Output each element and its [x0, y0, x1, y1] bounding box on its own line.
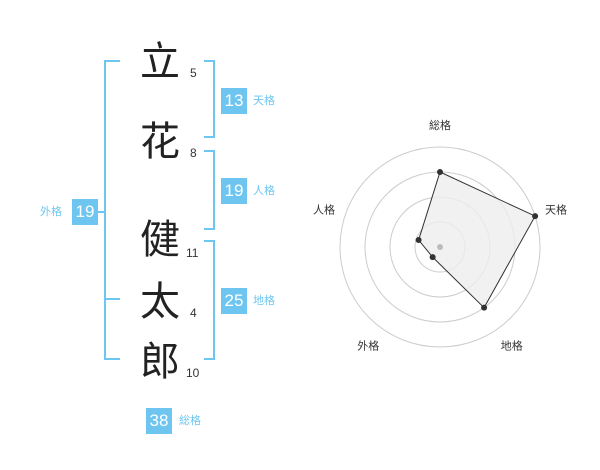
gaikaku-score: 19	[72, 199, 98, 225]
radar-center-dot	[437, 244, 443, 250]
name-char-4: 太	[140, 279, 180, 325]
tenkaku-bracket-top	[204, 60, 215, 62]
stroke-count-5: 10	[186, 366, 200, 380]
jinkaku-score: 19	[221, 178, 247, 204]
tenkaku-score: 13	[221, 88, 247, 114]
chikaku-bracket-bottom	[204, 358, 215, 360]
gaikaku-label: 外格	[40, 205, 62, 218]
soukaku-score: 38	[146, 408, 172, 434]
radar-axis-label-5: 人格	[313, 202, 335, 216]
stroke-count-2: 8	[190, 146, 197, 160]
stroke-count-4: 4	[190, 306, 197, 320]
chikaku-bracket-vertical	[213, 240, 215, 360]
gaikaku-bracket-mid	[104, 298, 120, 300]
radar-point-4	[429, 254, 436, 261]
radar-axis-label-3: 地格	[501, 339, 523, 353]
radar-axis-label-4: 外格	[357, 339, 379, 353]
radar-grid-ring	[339, 146, 541, 348]
gaikaku-bracket-vertical	[104, 60, 106, 360]
gaikaku-bracket-bottom	[104, 358, 120, 360]
name-char-1: 立	[140, 39, 180, 85]
tenkaku-label: 天格	[253, 94, 275, 107]
jinkaku-bracket-bottom	[204, 228, 215, 230]
radar-point-2	[532, 213, 539, 220]
radar-axis-label-1: 総格	[429, 118, 451, 132]
jinkaku-bracket-top	[204, 150, 215, 152]
gaikaku-connector	[98, 211, 105, 213]
radar-point-1	[437, 169, 443, 175]
jinkaku-label: 人格	[253, 184, 275, 197]
name-char-3: 健	[140, 217, 180, 263]
radar-point-3	[481, 304, 488, 311]
chikaku-label: 地格	[253, 294, 275, 307]
radar-axis-label-2: 天格	[545, 202, 567, 216]
name-char-5: 郎	[140, 339, 180, 385]
stroke-count-1: 5	[190, 66, 197, 80]
jinkaku-bracket-vertical	[213, 150, 215, 230]
gaikaku-bracket-top	[104, 60, 120, 62]
tenkaku-bracket-vertical	[213, 60, 215, 138]
chikaku-bracket-top	[204, 240, 215, 242]
soukaku-label: 総格	[179, 414, 201, 427]
radar-point-5	[415, 237, 422, 244]
chikaku-score: 25	[221, 288, 247, 314]
name-char-2: 花	[140, 119, 180, 165]
stroke-count-3: 11	[186, 246, 199, 260]
radar-series-area	[418, 171, 536, 309]
tenkaku-bracket-bottom	[204, 136, 215, 138]
